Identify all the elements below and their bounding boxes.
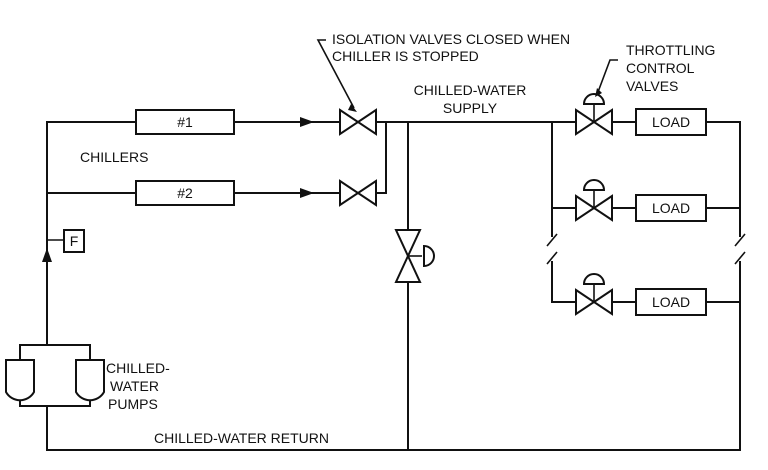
flow-arrows [42, 117, 314, 262]
load-3: LOAD [635, 288, 707, 316]
chilled-water-pumps [5, 344, 105, 407]
throttling-valve-1 [575, 93, 613, 136]
chiller-2-label: #2 [177, 185, 193, 201]
pump-2 [75, 359, 105, 402]
load-2-label: LOAD [652, 200, 690, 216]
return-break-mark-2 [734, 251, 746, 265]
flow-arrow-riser [42, 248, 52, 262]
return-label: CHILLED-WATER RETURN [154, 430, 329, 446]
isolation-label-line2: CHILLER IS STOPPED [332, 48, 479, 64]
isolation-valve-2 [339, 179, 377, 207]
throttling-leader-arrow [595, 88, 602, 97]
return-break-mark-1 [734, 233, 746, 247]
throttling-valve-3 [575, 273, 613, 316]
chiller-2: #2 [135, 180, 235, 206]
isolation-leader-arrow [348, 104, 357, 112]
throttling-valve-2 [575, 179, 613, 222]
piping [46, 121, 746, 451]
chillers-label: CHILLERS [80, 149, 148, 165]
isolation-valve-1 [339, 108, 377, 136]
load-3-label: LOAD [652, 294, 690, 310]
chiller-1-label: #1 [177, 114, 193, 130]
pumps-label-line1: CHILLED- [106, 360, 170, 376]
throttling-label-line2: CONTROL [626, 60, 695, 76]
isolation-leader [316, 39, 355, 109]
isolation-label-line1: ISOLATION VALVES CLOSED WHEN [332, 31, 570, 47]
flow-meter: F [47, 229, 85, 253]
flow-meter-label: F [70, 233, 79, 249]
throttling-label-line1: THROTTLING [626, 42, 715, 58]
supply-label-line1: CHILLED-WATER [414, 82, 527, 98]
pumps-label-line2: WATER [110, 378, 159, 394]
chiller-1: #1 [135, 109, 235, 135]
load-2: LOAD [635, 194, 707, 222]
load-1-label: LOAD [652, 114, 690, 130]
flow-arrow-chiller-2 [300, 188, 314, 198]
throttling-label-line3: VALVES [626, 78, 678, 94]
pump-1 [5, 359, 35, 402]
throttling-leader [597, 59, 618, 93]
flow-arrow-chiller-1 [300, 117, 314, 127]
supply-break-mark-2 [546, 251, 558, 265]
bypass-control-valve [394, 229, 435, 283]
load-1: LOAD [635, 108, 707, 136]
supply-break-mark-1 [546, 233, 558, 247]
pumps-label-line3: PUMPS [108, 396, 158, 412]
supply-label-line2: SUPPLY [443, 100, 498, 116]
